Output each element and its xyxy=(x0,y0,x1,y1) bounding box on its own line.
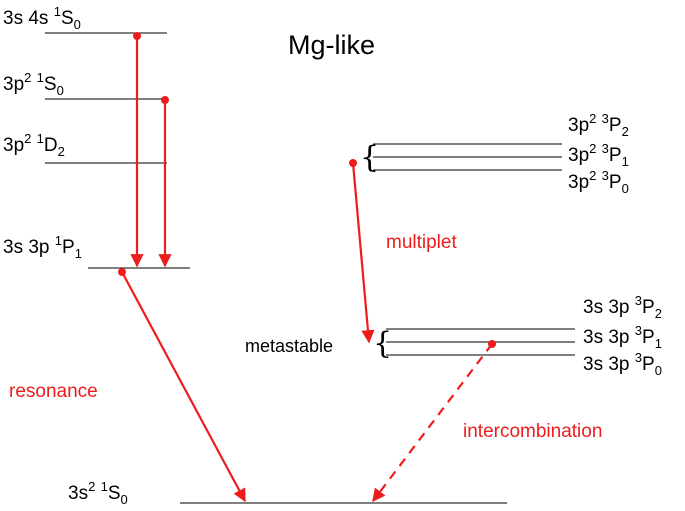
level-label-3p2-3P2: 3p2 3P2 xyxy=(568,111,629,139)
arrow-origin-dot-3s4s xyxy=(133,32,141,40)
level-label-3s3p-3P0: 3s 3p 3P0 xyxy=(583,350,662,378)
multiplet-brace-upper: { xyxy=(360,140,379,175)
arrow-multiplet xyxy=(351,162,375,344)
triplet-3p2-levels: { 3p2 3P2 3p2 3P1 3p2 3P0 xyxy=(360,111,629,196)
multiplet-brace-lower: { xyxy=(373,326,392,361)
level-label-3p2-1D2: 3p2 1D2 xyxy=(3,131,65,159)
level-label-3p2-3P0: 3p2 3P0 xyxy=(568,168,629,196)
arrow-origin-dot-3p2-1S0 xyxy=(161,96,169,104)
level-label-3p2-1S0: 3p2 1S0 xyxy=(3,70,64,98)
ground-level: 3s2 1S0 xyxy=(68,479,507,507)
transition-label-multiplet: multiplet xyxy=(386,232,457,253)
transition-label-intercombination: intercombination xyxy=(463,421,602,442)
arrow-origin-dot-intercombination xyxy=(488,340,496,348)
arrow-resonance xyxy=(121,271,246,503)
arrow-origin-dot-resonance xyxy=(118,268,126,276)
level-label-3s4s-1S0: 3s 4s 1S0 xyxy=(3,4,81,32)
arrow-origin-dot-multiplet xyxy=(349,159,357,167)
singlet-levels: 3s 4s 1S0 3p2 1S0 3p2 1D2 3s 3p 1P1 xyxy=(3,4,190,269)
arrow-intercombination xyxy=(372,343,493,503)
transition-arrows xyxy=(118,32,496,503)
level-label-3p2-3P1: 3p2 3P1 xyxy=(568,141,629,169)
level-label-ground-1S0: 3s2 1S0 xyxy=(68,479,128,507)
transition-label-resonance: resonance xyxy=(9,381,98,402)
diagram-title: Mg-like xyxy=(288,30,375,60)
level-label-3s3p-3P1: 3s 3p 3P1 xyxy=(583,323,662,351)
metastable-label: metastable xyxy=(245,336,333,356)
level-label-3s3p-3P2: 3s 3p 3P2 xyxy=(583,293,662,321)
triplet-3s3p-levels: { metastable 3s 3p 3P2 3s 3p 3P1 3s 3p 3… xyxy=(245,293,662,378)
level-label-3s3p-1P1: 3s 3p 1P1 xyxy=(3,233,82,261)
